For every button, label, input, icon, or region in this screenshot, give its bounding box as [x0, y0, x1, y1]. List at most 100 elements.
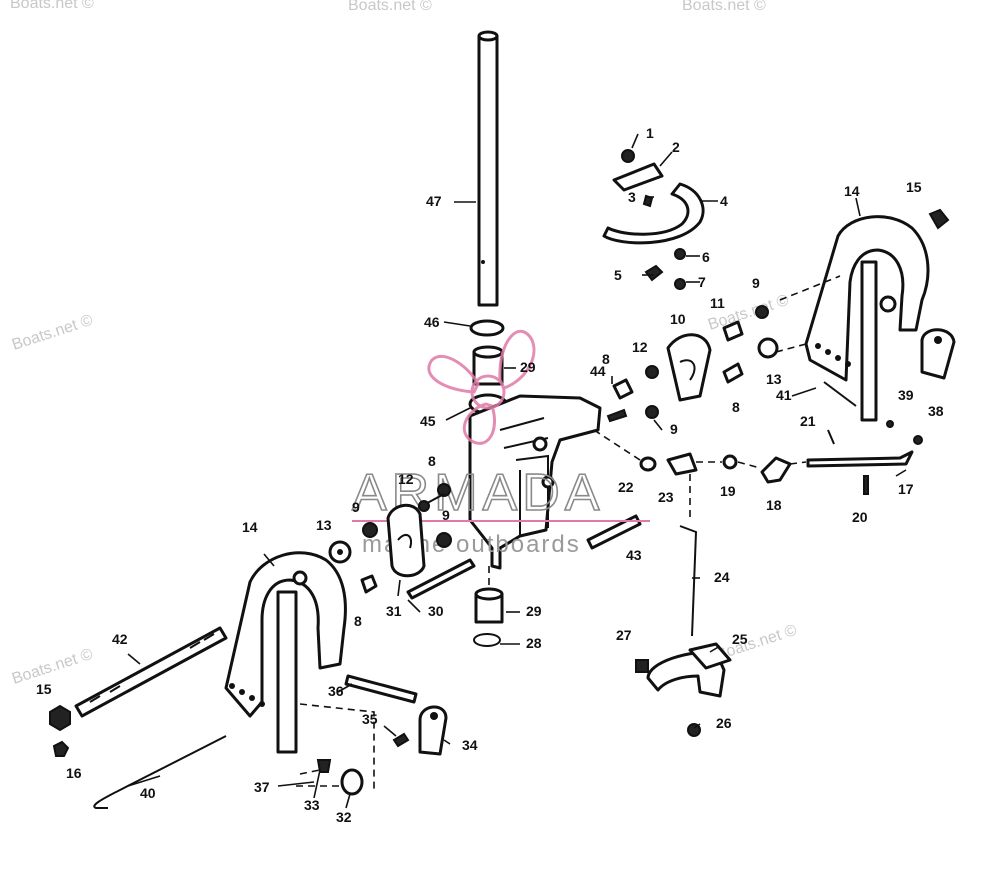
callout-15: 15 [906, 179, 922, 195]
callout-21: 21 [800, 413, 816, 429]
callout-10: 10 [670, 311, 686, 327]
part-46-washer [469, 319, 505, 337]
assembly-guides-linkage [593, 429, 807, 522]
callout-12: 12 [398, 471, 414, 487]
part-34-adjuster [418, 705, 448, 756]
callout-5: 5 [614, 267, 622, 283]
callout-7: 7 [698, 274, 706, 290]
part-28-o-ring [473, 633, 501, 647]
part-41-pin [823, 381, 857, 407]
part-9-nut-center [645, 405, 659, 419]
part-6-washer [674, 248, 686, 260]
part-18-link [760, 456, 792, 484]
callout-8: 8 [732, 399, 740, 415]
part-30-pin [406, 558, 476, 600]
leader-lines [127, 133, 907, 809]
watermark: Boats.net © [348, 0, 432, 14]
part-2-bracket [612, 162, 664, 192]
swivel-bracket [468, 394, 602, 570]
callout-6: 6 [702, 249, 710, 265]
part-5-screw [644, 264, 664, 282]
callout-32: 32 [336, 809, 352, 825]
part-36-shaft [344, 674, 418, 704]
callout-2: 2 [672, 139, 680, 155]
callout-47: 47 [426, 193, 442, 209]
callout-14: 14 [242, 519, 258, 535]
part-31-plate [386, 503, 426, 578]
watermark: Boats.net © [10, 0, 94, 12]
callout-37: 37 [254, 779, 270, 795]
callout-14: 14 [844, 183, 860, 199]
assembly-guides-right [775, 275, 841, 353]
part-39-ball [886, 420, 894, 428]
part-7-nut [674, 278, 686, 290]
callout-8: 8 [602, 351, 610, 367]
part-38-ball [913, 435, 923, 445]
callout-24: 24 [714, 569, 730, 585]
part-22-bushing [639, 456, 657, 472]
part-42-tilt-tube [74, 626, 228, 718]
callout-25: 25 [732, 631, 748, 647]
part-9-nut-right [755, 305, 769, 319]
callout-39: 39 [898, 387, 914, 403]
callout-8: 8 [354, 613, 362, 629]
part-20-pin [863, 475, 869, 495]
part-15-nut-right [928, 208, 950, 230]
callout-40: 40 [140, 785, 156, 801]
watermark: Boats.net © [10, 312, 95, 354]
callout-45: 45 [420, 413, 436, 429]
callout-labels: 1 2 3 4 5 6 7 8 8 8 8 9 9 9 9 10 11 12 1… [36, 125, 944, 825]
callout-43: 43 [626, 547, 642, 563]
callout-9: 9 [670, 421, 678, 437]
callout-44: 44 [590, 363, 606, 379]
callout-15: 15 [36, 681, 52, 697]
part-40-rod [93, 735, 227, 809]
callout-33: 33 [304, 797, 320, 813]
callout-13: 13 [316, 517, 332, 533]
part-43-strip [586, 514, 642, 550]
callout-35: 35 [362, 711, 378, 727]
callout-3: 3 [628, 189, 636, 205]
part-44-pin [606, 408, 628, 423]
part-21-pin [827, 429, 835, 445]
part-10-plate [666, 333, 712, 402]
part-4-plate [602, 182, 705, 245]
part-26-nut [687, 723, 701, 737]
callout-17: 17 [898, 481, 914, 497]
callout-29: 29 [520, 359, 536, 375]
callout-8: 8 [428, 453, 436, 469]
callout-9: 9 [442, 507, 450, 523]
part-34-adjuster-right [920, 328, 956, 380]
callout-34: 34 [462, 737, 478, 753]
part-23-bracket [666, 452, 698, 476]
part-15-nut-left [49, 704, 71, 732]
callout-31: 31 [386, 603, 402, 619]
part-27-screw [635, 659, 649, 673]
callout-26: 26 [716, 715, 732, 731]
part-14-stern-bracket-right [804, 215, 930, 422]
callout-30: 30 [428, 603, 444, 619]
part-16-cap [52, 740, 70, 757]
assembly-guides-left [296, 703, 375, 790]
part-11-bolt [722, 320, 744, 342]
watermark: Boats.net © [10, 646, 95, 688]
callout-36: 36 [328, 683, 344, 699]
fastener-8-9-12 [328, 483, 452, 594]
part-25-clamp [646, 642, 732, 698]
part-1-nut [621, 149, 635, 163]
part-47-steering-tube [477, 30, 499, 307]
part-8-bolt-upper [612, 378, 634, 400]
callout-9: 9 [752, 275, 760, 291]
part-12-nut [645, 365, 659, 379]
part-13-washer [757, 337, 779, 359]
part-14-stern-bracket-left [224, 551, 347, 754]
part-29-bushing-lower [474, 587, 504, 624]
part-24-rod [679, 525, 698, 637]
part-33-bolt [316, 759, 332, 773]
callout-38: 38 [928, 403, 944, 419]
part-19-washer [722, 454, 738, 470]
callout-41: 41 [776, 387, 792, 403]
watermark: Boats.net © [682, 0, 766, 14]
